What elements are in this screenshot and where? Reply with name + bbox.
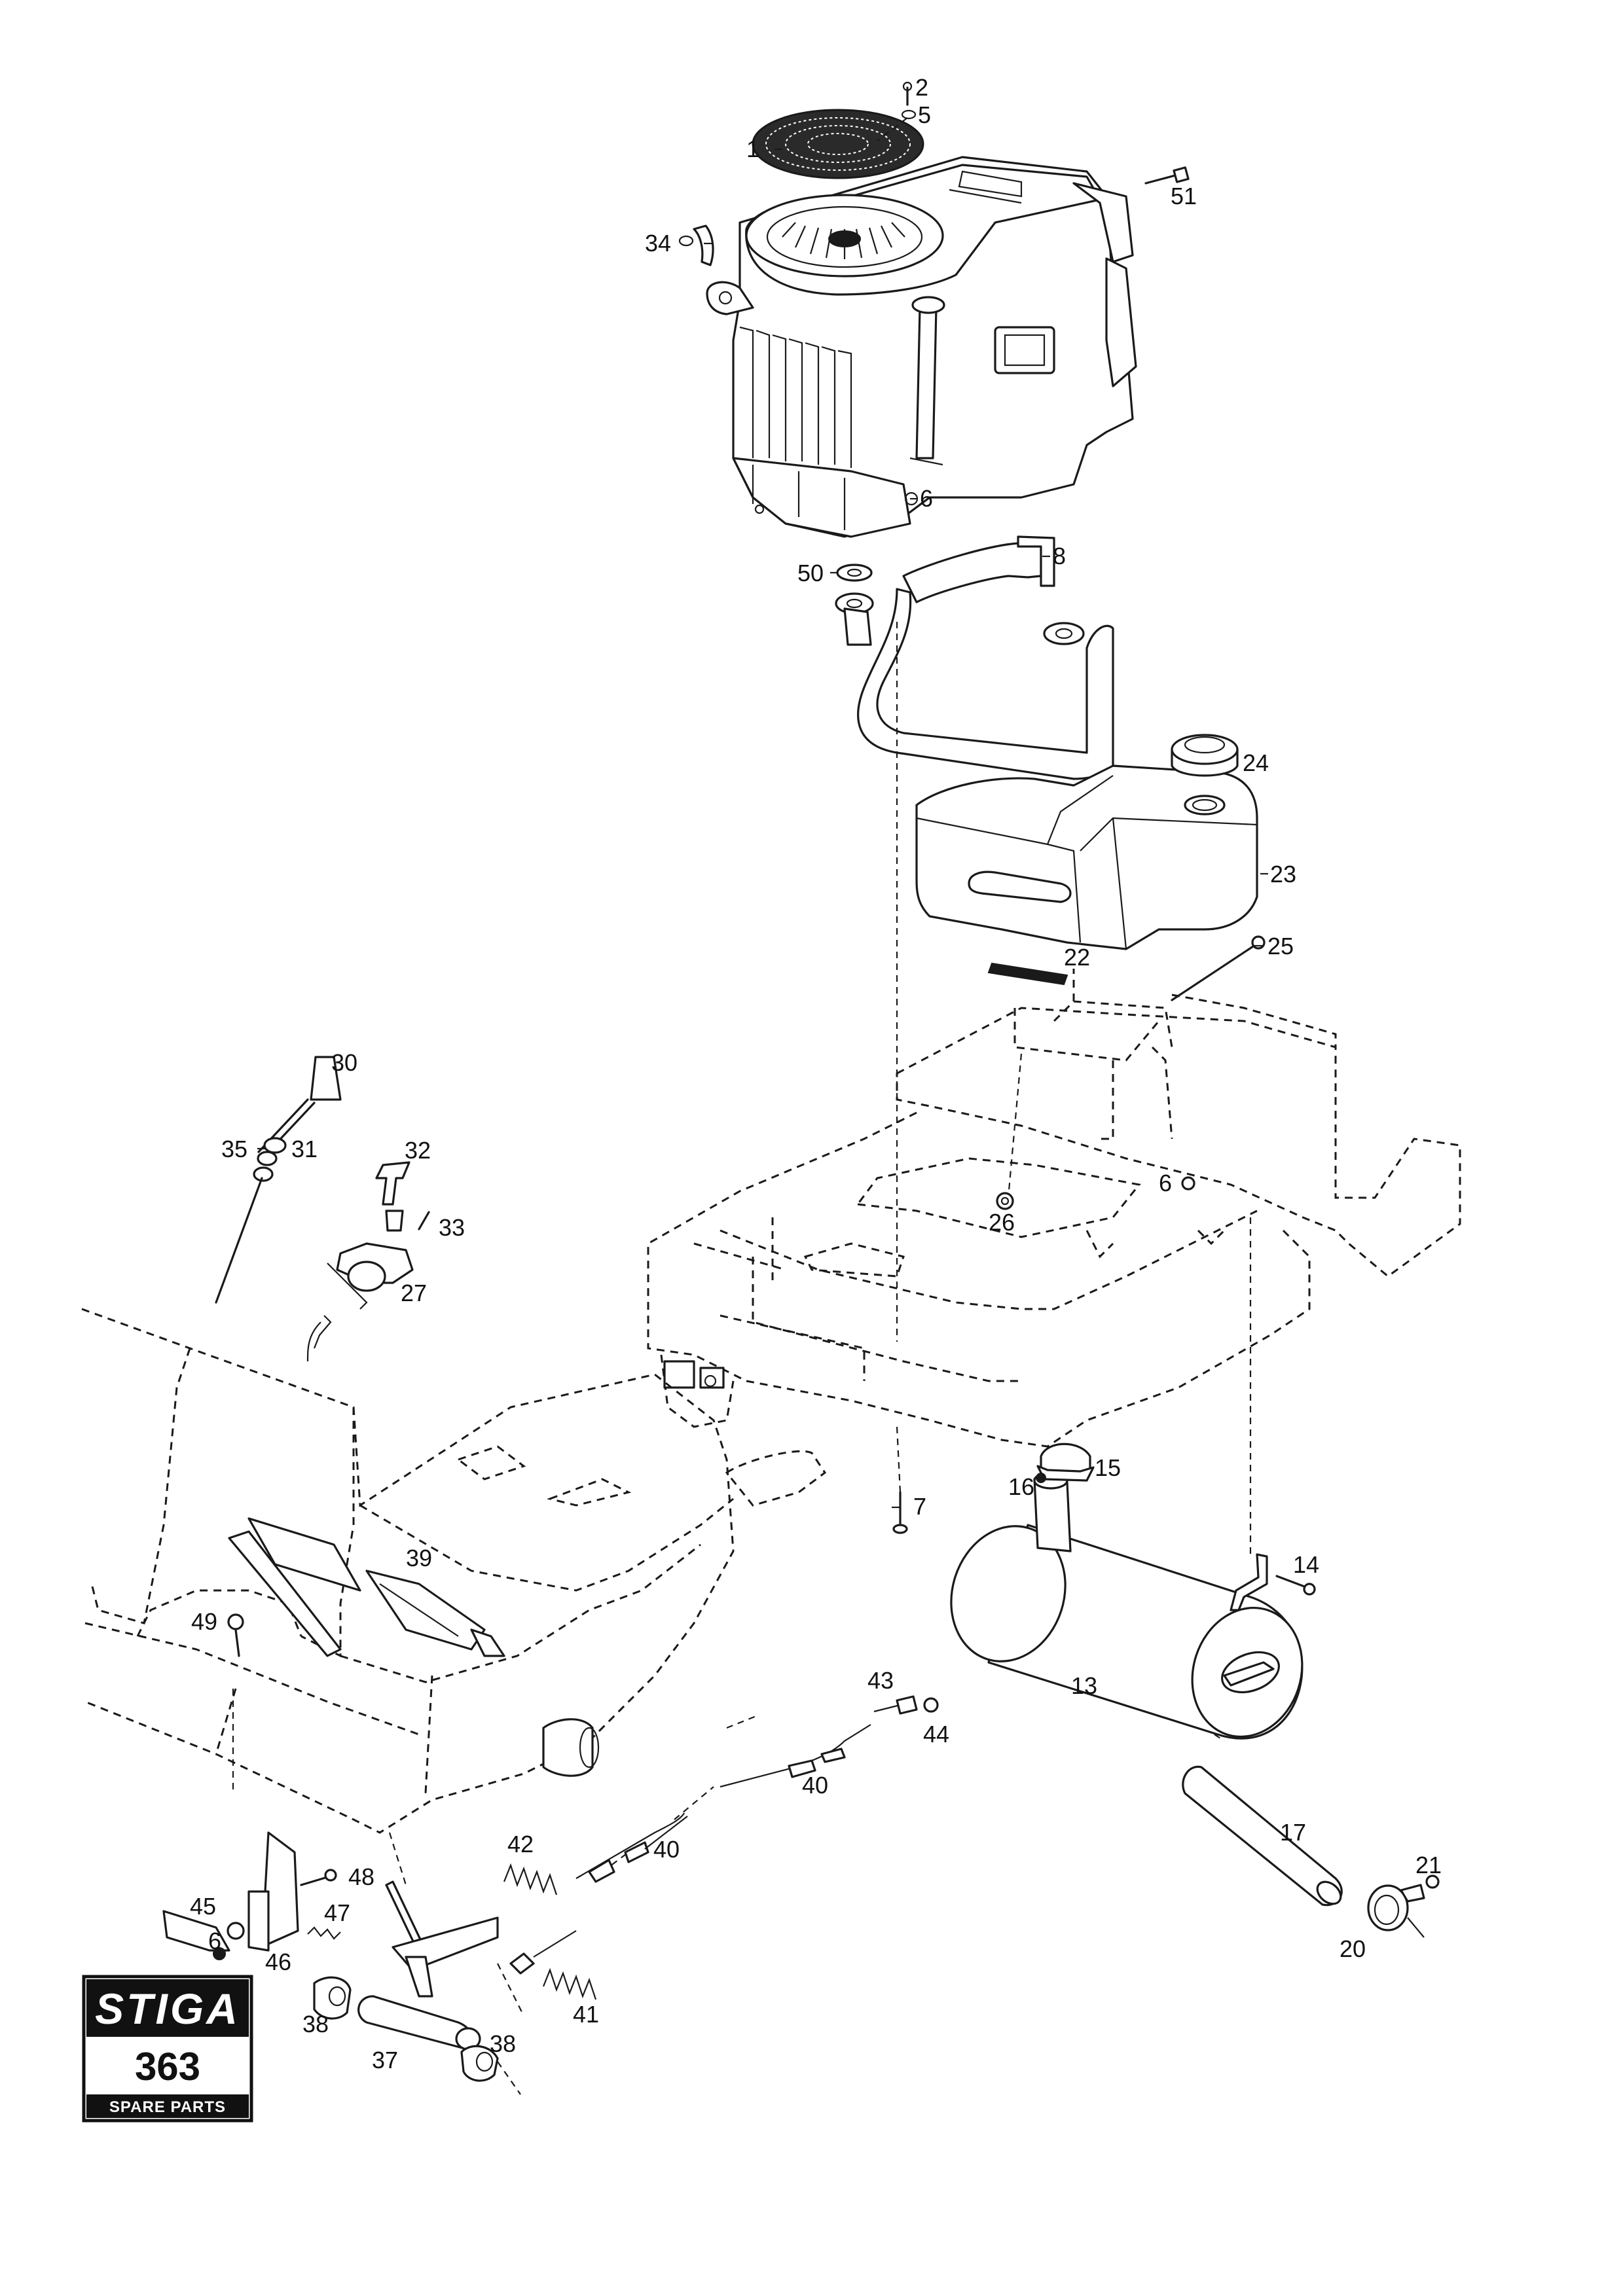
logo-subtitle: SPARE PARTS xyxy=(109,2098,226,2116)
callout-32: 32 xyxy=(405,1137,431,1164)
callout-51: 51 xyxy=(1171,183,1197,209)
callout-35: 35 xyxy=(221,1136,247,1162)
callout-31: 31 xyxy=(291,1136,318,1162)
ignition-switch xyxy=(306,1161,430,1362)
frame-bolts xyxy=(996,1176,1195,1210)
callout-40-upper: 40 xyxy=(802,1772,828,1799)
callout-20: 20 xyxy=(1340,1935,1366,1962)
callout-24: 24 xyxy=(1243,749,1269,776)
callout-47: 47 xyxy=(324,1899,350,1926)
callout-labels: 1 2 5 51 34 6 8 50 24 23 22 25 30 35 31 … xyxy=(190,74,1442,2073)
engine-assembly xyxy=(706,156,1137,538)
bolt-51 xyxy=(1144,166,1190,185)
callout-1: 1 xyxy=(746,135,759,162)
hose-clip-34 xyxy=(678,224,714,266)
callout-6-bracket: 6 xyxy=(208,1928,221,1954)
callout-14: 14 xyxy=(1293,1551,1319,1578)
callout-34: 34 xyxy=(645,230,671,257)
callout-30: 30 xyxy=(331,1049,357,1076)
callout-17: 17 xyxy=(1280,1819,1306,1846)
callout-41: 41 xyxy=(573,2001,599,2028)
callout-2: 2 xyxy=(915,74,928,101)
throttle-control xyxy=(215,1056,342,1304)
callout-6: 6 xyxy=(920,485,933,512)
callout-44: 44 xyxy=(923,1721,949,1748)
callout-38-right: 38 xyxy=(490,2030,516,2057)
callout-46: 46 xyxy=(265,1948,291,1975)
callout-40-lower: 40 xyxy=(653,1836,680,1863)
air-filter-screen xyxy=(752,109,924,179)
callout-27: 27 xyxy=(401,1280,427,1306)
callout-23: 23 xyxy=(1270,861,1296,888)
callout-38-left: 38 xyxy=(302,2011,329,2037)
callout-42: 42 xyxy=(507,1831,534,1857)
muffler-assembly xyxy=(950,1443,1440,1938)
callout-6-frame: 6 xyxy=(1159,1170,1172,1196)
callout-50: 50 xyxy=(797,560,824,586)
pedal-bracket xyxy=(162,1831,341,1960)
callout-45: 45 xyxy=(190,1893,216,1920)
callout-43: 43 xyxy=(867,1667,894,1694)
pedal-shaft xyxy=(313,1880,521,2095)
screw-and-washer xyxy=(877,81,917,141)
callout-33: 33 xyxy=(439,1214,465,1241)
callout-15: 15 xyxy=(1095,1454,1121,1481)
bolt-7 xyxy=(892,1491,908,1534)
control-cables xyxy=(509,1695,939,1975)
callout-leaders xyxy=(257,148,1268,1509)
callout-8: 8 xyxy=(1053,543,1066,569)
logo-model-number: 363 xyxy=(135,2045,200,2089)
callout-25: 25 xyxy=(1267,933,1294,960)
callout-39: 39 xyxy=(406,1545,432,1571)
callout-13: 13 xyxy=(1071,1672,1097,1699)
callout-22: 22 xyxy=(1064,944,1090,971)
logo-brand-text: STIGA xyxy=(95,1984,240,2033)
callout-49: 49 xyxy=(191,1608,217,1635)
callout-7: 7 xyxy=(913,1493,926,1520)
callout-16: 16 xyxy=(1008,1473,1034,1500)
callout-48: 48 xyxy=(348,1863,374,1890)
foot-pedals xyxy=(227,1517,505,1657)
alignment-leaders xyxy=(232,622,1252,2017)
springs xyxy=(503,1863,597,2000)
callout-5: 5 xyxy=(918,101,931,128)
exhaust-pipe xyxy=(835,535,1114,780)
stiga-logo: STIGA 363 SPARE PARTS xyxy=(82,1975,253,2123)
callout-21: 21 xyxy=(1415,1852,1442,1878)
callout-37: 37 xyxy=(372,2047,398,2073)
frame-phantom xyxy=(647,969,1461,1448)
fuel-tank-assembly xyxy=(915,734,1266,1001)
callout-26: 26 xyxy=(989,1209,1015,1236)
